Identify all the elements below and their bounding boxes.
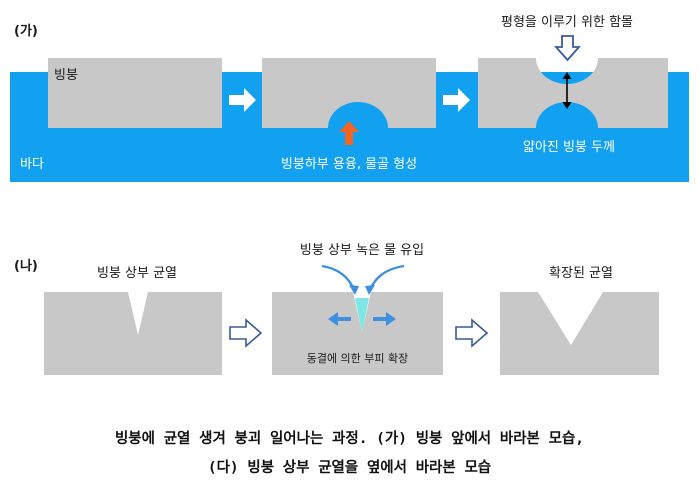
expansion-arrows	[328, 312, 396, 326]
crack-block-1	[44, 292, 222, 375]
meltwater-label: 빙붕 상부 녹은 물 유입	[299, 243, 425, 258]
expanded-crack-label: 확장된 균열	[549, 266, 613, 281]
melting-label: 빙붕하부 용융, 물골 형성	[280, 157, 418, 172]
process-arrow-1	[229, 88, 256, 112]
crack-block-3	[500, 292, 659, 375]
caption-line-1: 빙붕에 균열 생겨 붕괴 일어나는 과정. (가) 빙붕 앞에서 바라본 모습,	[114, 431, 585, 447]
ice-shelf-block-2	[262, 58, 436, 128]
crack-label: 빙붕 상부 균열	[96, 266, 178, 281]
ice-shelf-block-1	[48, 58, 222, 128]
meltwater-fill	[355, 298, 369, 332]
melting-up-arrow	[339, 121, 359, 145]
ice-shelf-label: 빙붕	[54, 68, 78, 83]
section-a-label: (가)	[14, 24, 38, 39]
process-outline-arrow-2	[455, 318, 489, 348]
ice-shelf-block-3	[478, 58, 668, 128]
process-outline-arrow-1	[229, 318, 263, 348]
sea-label: 바다	[20, 157, 44, 172]
section-b-label: (나)	[14, 259, 38, 274]
inflow-arrowhead-left	[349, 285, 359, 295]
thinning-label: 얇아진 빙붕 두께	[523, 140, 615, 155]
inflow-arrowhead-right	[365, 285, 375, 295]
caption-line-2: (다) 빙붕 상부 균열을 옆에서 바라본 모습	[207, 460, 492, 476]
thickness-double-arrow	[562, 72, 572, 109]
process-arrow-2	[443, 88, 470, 112]
freeze-label: 동결에 의한 부피 확장	[306, 352, 409, 365]
crack-block-2	[272, 292, 443, 375]
meltwater-inflow-arrows	[321, 264, 405, 291]
subsidence-down-arrow	[554, 35, 581, 62]
equilibrium-label: 평형을 이루기 위한 함몰	[501, 15, 633, 30]
